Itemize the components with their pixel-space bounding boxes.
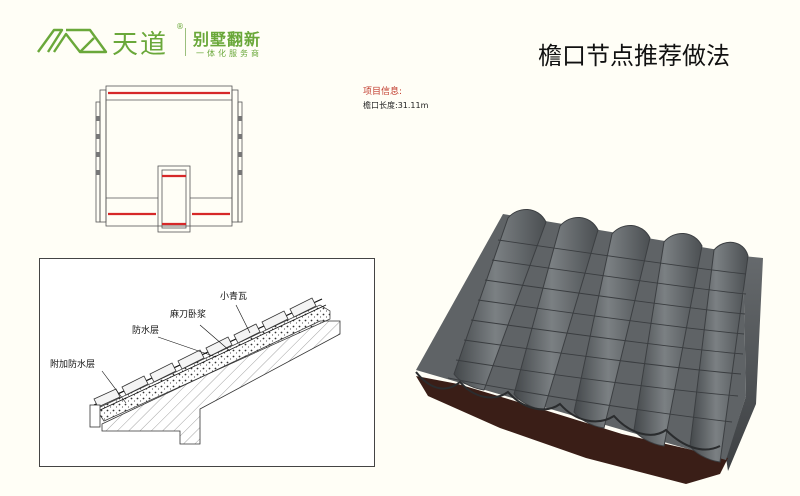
project-info-label: 项目信息: xyxy=(363,87,403,97)
label-mortar-bed: 麻刀卧浆 xyxy=(170,310,207,320)
label-additional-waterproof-layer: 附加防水层 xyxy=(50,360,96,370)
eave-length: 檐口长度:31.11m xyxy=(363,101,429,110)
registered-mark: ® xyxy=(176,22,184,31)
brand-tagline: 别墅翻新 xyxy=(193,30,262,49)
page-title: 檐口节点推荐做法 xyxy=(538,42,730,70)
roof-logo-icon xyxy=(37,28,108,54)
label-waterproof-layer: 防水层 xyxy=(132,326,160,336)
project-info: 项目信息: 檐口长度:31.11m xyxy=(363,84,428,111)
roof-tile-rendering xyxy=(415,209,763,484)
brand-name: 天道 xyxy=(112,30,169,60)
eave-section-drawing: 小青瓦 麻刀卧浆 防水层 附加防水层 xyxy=(39,258,375,467)
label-small-tile: 小青瓦 xyxy=(220,292,248,302)
roof-plan-drawing xyxy=(95,85,243,233)
logo-divider xyxy=(185,28,186,56)
brand-service-line: 一体化服务商 xyxy=(196,49,262,58)
